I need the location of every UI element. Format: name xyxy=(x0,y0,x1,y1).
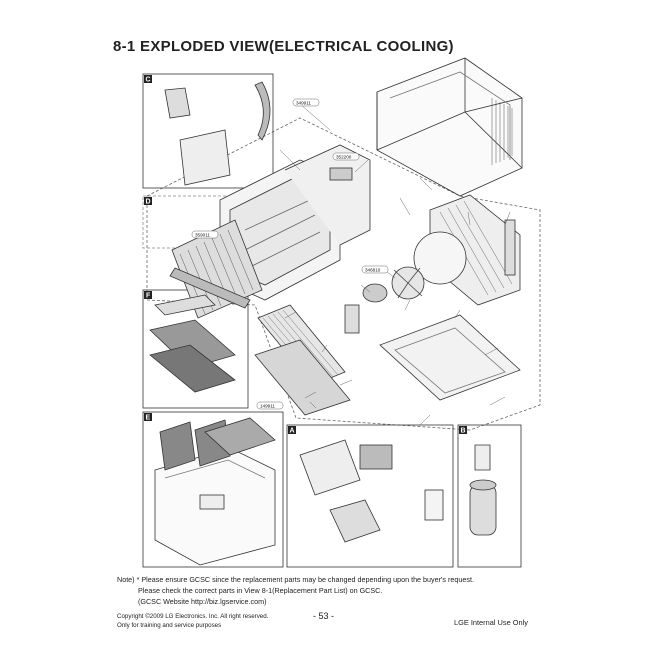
control-box xyxy=(299,439,444,543)
drain-pan xyxy=(254,339,351,416)
heater-assembly xyxy=(219,144,371,301)
front-grille-f xyxy=(149,294,236,393)
inset-box-e xyxy=(142,411,284,568)
air-filters xyxy=(159,417,276,471)
box-tag-c: C xyxy=(146,77,151,84)
crossflow-fan xyxy=(171,219,263,319)
inset-box-a xyxy=(286,424,454,568)
note-line-1: Note) * Please ensure GCSC since the rep… xyxy=(117,575,474,584)
part-label-sleeve: 349911 xyxy=(296,101,311,106)
replacement-note: Note) * Please ensure GCSC since the rep… xyxy=(117,574,587,607)
part-label-heater: 352200 xyxy=(336,155,352,160)
box-tag-d: D xyxy=(146,199,151,206)
fan-motor xyxy=(344,283,388,334)
part-label-fan-wheel: 359011 xyxy=(195,233,210,238)
compressor xyxy=(469,444,497,536)
box-tag-f: F xyxy=(146,293,151,300)
front-cabinet xyxy=(154,447,276,566)
box-tag-e: E xyxy=(146,415,151,422)
cabinet-sleeve xyxy=(376,57,523,197)
page-number: - 53 - xyxy=(313,611,335,621)
part-label-grille: 149911 xyxy=(260,404,275,409)
box-tag-b: B xyxy=(461,428,466,435)
condenser-fan xyxy=(391,231,467,300)
training-text: Only for training and service purposes xyxy=(117,622,222,629)
box-tag-a: A xyxy=(290,428,295,435)
footer-copyright-block: Copyright ©2009 LG Electronics. Inc. All… xyxy=(117,612,268,630)
part-label-motor: 346810 xyxy=(365,268,381,273)
dashed-group-outline xyxy=(146,117,541,431)
base-pan xyxy=(379,314,521,401)
inset-box-c xyxy=(142,73,274,189)
internal-use-label: LGE Internal Use Only xyxy=(454,618,528,627)
note-line-3: (GCSC Website http://biz.lgservice.com) xyxy=(138,597,267,606)
intake-grille-bar xyxy=(169,267,251,309)
note-line-2: Please check the correct parts in View 8… xyxy=(138,586,383,595)
inset-box-b xyxy=(457,424,522,568)
copyright-text: Copyright ©2009 LG Electronics. Inc. All… xyxy=(117,613,269,620)
valve-parts-c xyxy=(164,81,271,186)
page-title: 8-1 EXPLODED VIEW(ELECTRICAL COOLING) xyxy=(113,38,454,55)
